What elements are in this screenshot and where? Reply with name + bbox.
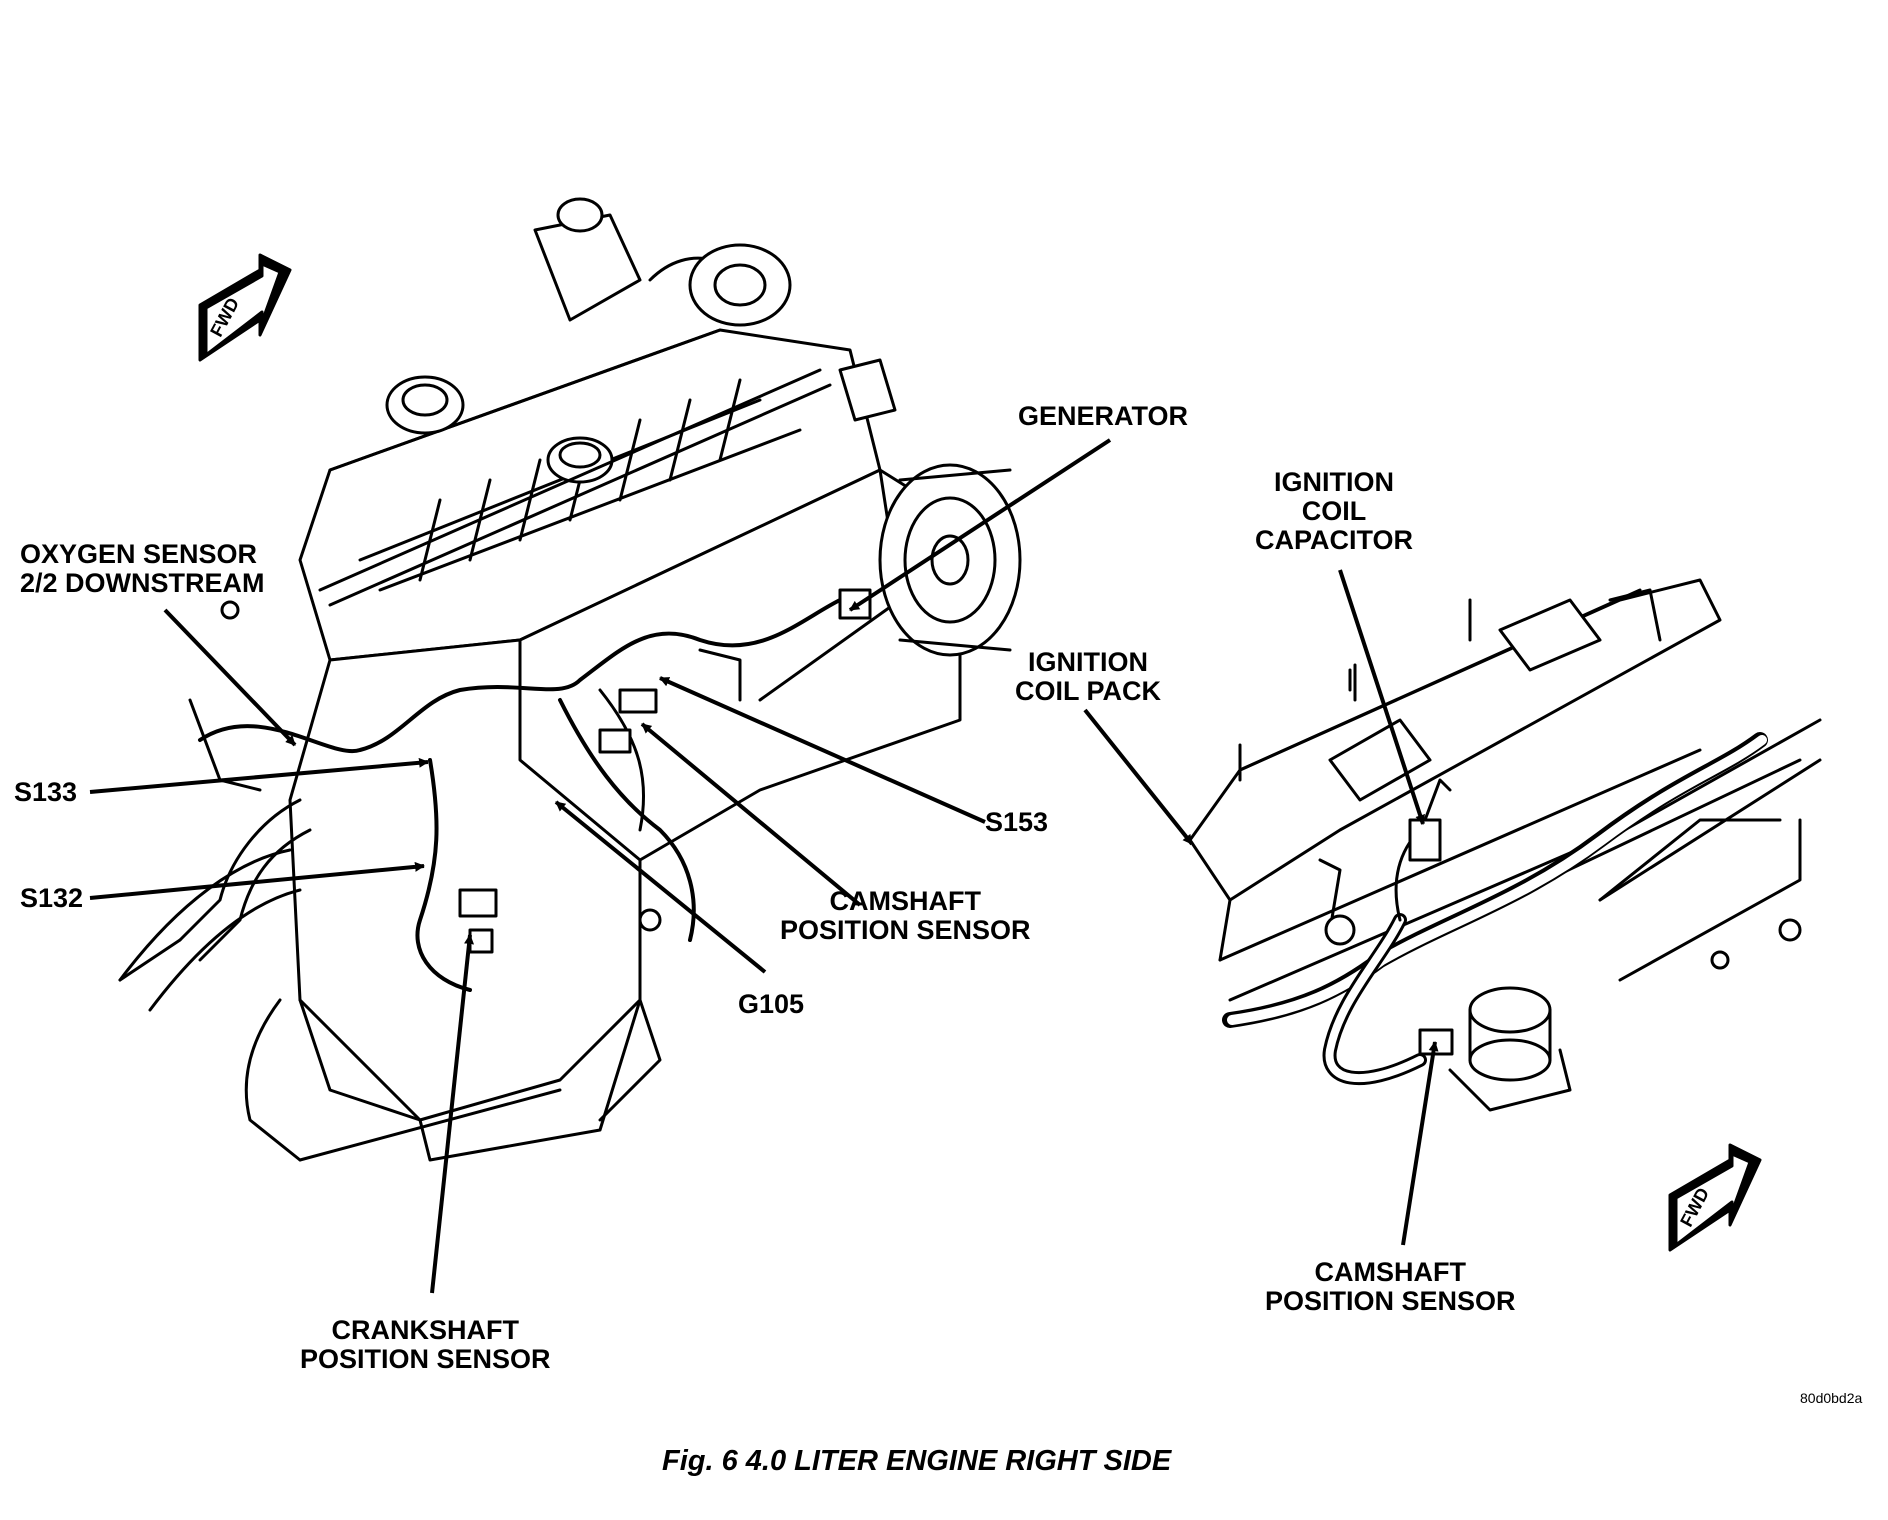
leader-g105	[554, 800, 767, 974]
leader-ignition-coil-capacitor	[1338, 569, 1425, 825]
label-camshaft-position-sensor-right: CAMSHAFT POSITION SENSOR	[1265, 1257, 1516, 1316]
label-ignition-coil-pack: IGNITION COIL PACK	[1015, 647, 1162, 706]
label-g105: G105	[738, 989, 805, 1019]
leader-s133	[89, 757, 429, 794]
figure-ref-code: 80d0bd2a	[1800, 1390, 1863, 1406]
label-s132: S132	[20, 883, 84, 913]
label-s153: S153	[985, 807, 1049, 837]
label-camshaft-position-sensor-left: CAMSHAFT POSITION SENSOR	[780, 886, 1031, 945]
figure-caption: Fig. 6 4.0 LITER ENGINE RIGHT SIDE	[662, 1445, 1172, 1477]
leader-camshaft-right	[1401, 1041, 1439, 1246]
leader-ignition-coil-pack	[1083, 708, 1194, 846]
label-s133: S133	[14, 777, 78, 807]
label-crankshaft-position-sensor: CRANKSHAFT POSITION SENSOR	[300, 1315, 551, 1374]
leader-generator	[848, 438, 1112, 612]
leader-crankshaft	[430, 934, 475, 1294]
leader-oxygen-sensor	[163, 608, 297, 747]
fwd-arrow-right	[1668, 1143, 1762, 1252]
leader-lines	[89, 438, 1439, 1294]
label-generator: GENERATOR	[1018, 401, 1189, 431]
leader-s132	[89, 861, 425, 900]
right-detail-illustration	[1188, 578, 1822, 1112]
leader-camshaft-left	[640, 722, 862, 907]
label-oxygen-sensor: OXYGEN SENSOR 2/2 DOWNSTREAM	[20, 539, 265, 598]
label-ignition-coil-capacitor: IGNITION COIL CAPACITOR	[1255, 467, 1414, 555]
fwd-arrow-left	[198, 253, 292, 362]
left-engine-illustration	[118, 197, 1022, 1162]
leader-s153	[659, 676, 986, 824]
